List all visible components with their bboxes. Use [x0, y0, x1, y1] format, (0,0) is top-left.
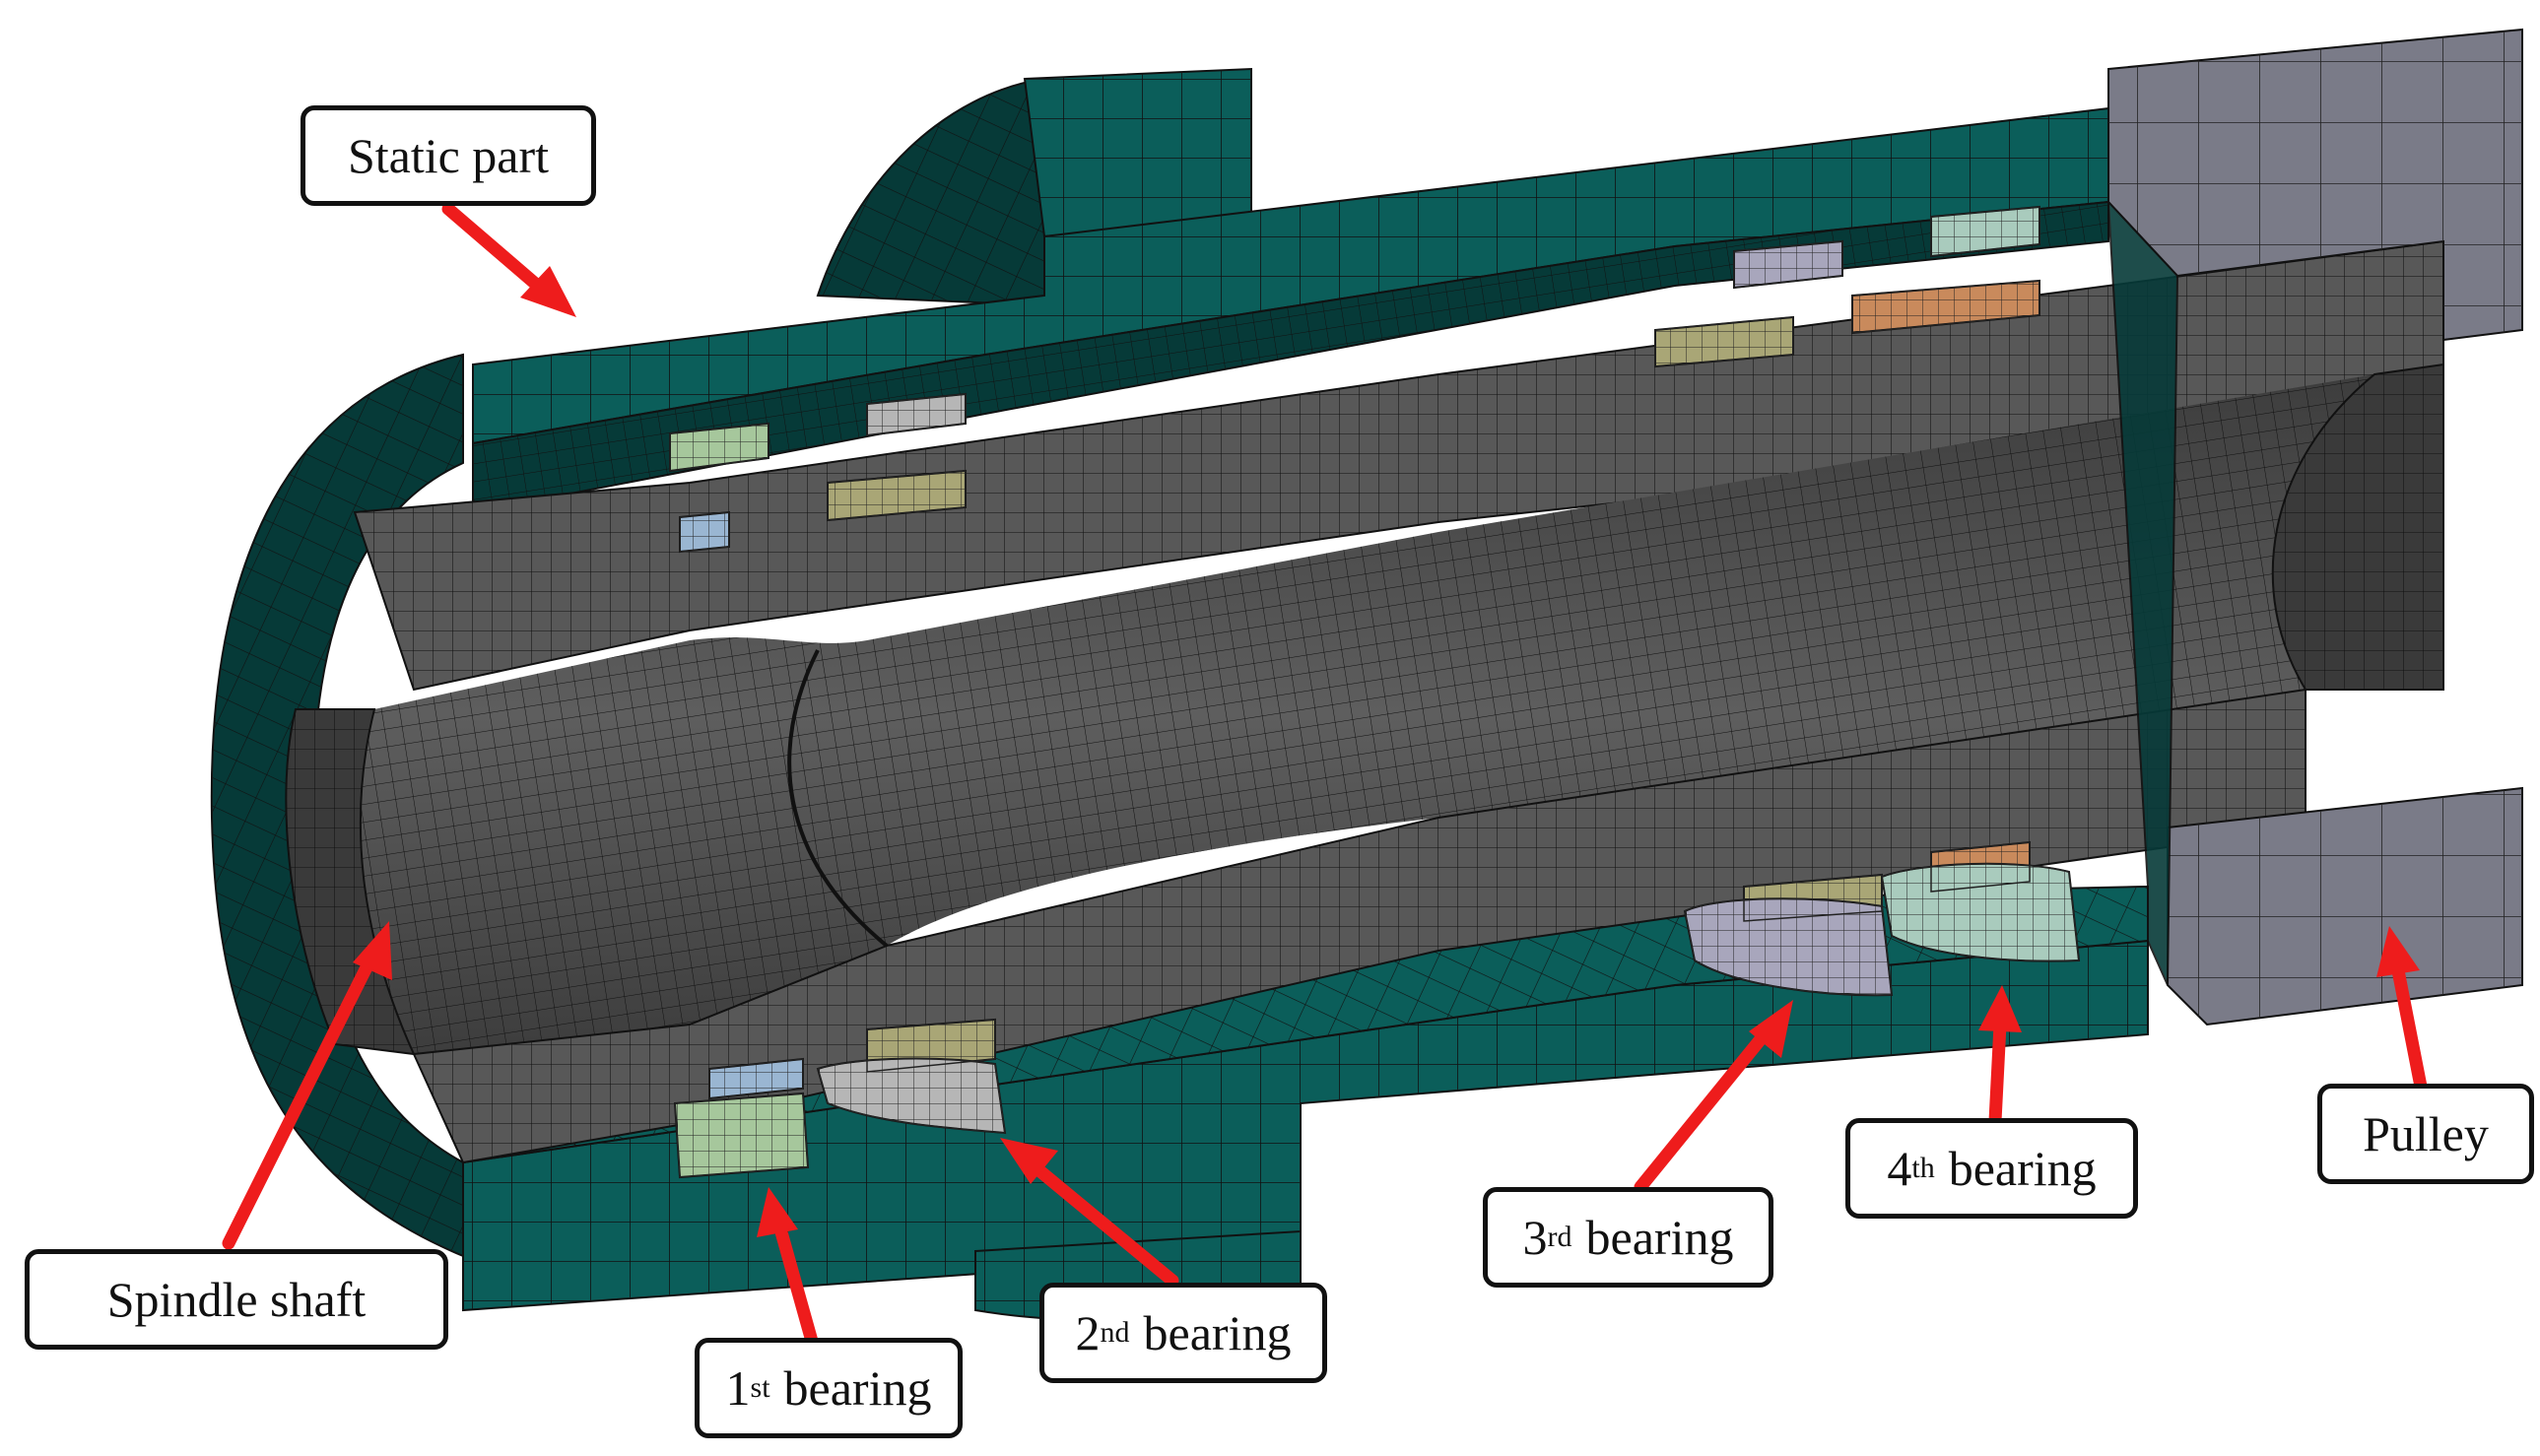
label-static-part-text: Static part	[347, 128, 550, 183]
housing-end-face-mesh	[211, 355, 463, 1256]
pulley-lower-block-mesh	[2168, 788, 2522, 1025]
arrow-bearing-2	[1000, 1138, 1179, 1288]
arrow-bearing-3	[1634, 1000, 1793, 1194]
label-bearing-1-number: 1	[725, 1360, 751, 1416]
housing-upper-wall-mesh	[473, 108, 2108, 443]
pulley-upper-block-mesh	[2108, 30, 2522, 340]
pulley	[2106, 28, 2523, 1026]
housing-upper-flange-mesh	[1025, 69, 1251, 236]
arrow-pulley	[2376, 926, 2429, 1098]
label-bearing-3-number: 3	[1522, 1210, 1548, 1265]
label-pulley: Pulley	[2317, 1084, 2534, 1184]
pulley-hub-face	[2106, 199, 2179, 986]
label-bearing-2-number: 2	[1075, 1305, 1101, 1360]
shaft-right-bore-face-mesh	[2272, 364, 2443, 690]
label-bearing-4-word: bearing	[1948, 1141, 2097, 1196]
callout-arrows	[222, 202, 2429, 1352]
label-bearing-2-word: bearing	[1143, 1305, 1292, 1360]
shaft-step-ring	[787, 649, 889, 948]
shaft-upper-wall-mesh	[355, 241, 2443, 690]
housing-lower-wall-mesh	[463, 941, 2148, 1310]
label-spindle-shaft: Spindle shaft	[25, 1249, 448, 1350]
label-static-part: Static part	[301, 105, 596, 206]
arrow-spindle-shaft	[222, 921, 392, 1250]
label-pulley-text: Pulley	[2363, 1106, 2489, 1161]
arrow-bearing-4	[1978, 985, 2022, 1128]
label-bearing-4-number: 4	[1887, 1141, 1912, 1196]
shaft-taper-bore-mesh	[286, 709, 414, 1054]
housing-upper-bore-mesh	[473, 202, 2108, 512]
shaft-inner-bore-mesh	[360, 374, 2375, 1054]
bearing-mesh-overlay	[669, 206, 2080, 1178]
housing-flange-boss-mesh	[818, 79, 1044, 305]
label-bearing-3-word: bearing	[1585, 1210, 1734, 1265]
arrow-bearing-1	[757, 1187, 820, 1352]
label-spindle-shaft-text: Spindle shaft	[106, 1272, 367, 1327]
arrow-static-part	[441, 202, 576, 317]
label-bearing-1-word: bearing	[783, 1360, 932, 1416]
